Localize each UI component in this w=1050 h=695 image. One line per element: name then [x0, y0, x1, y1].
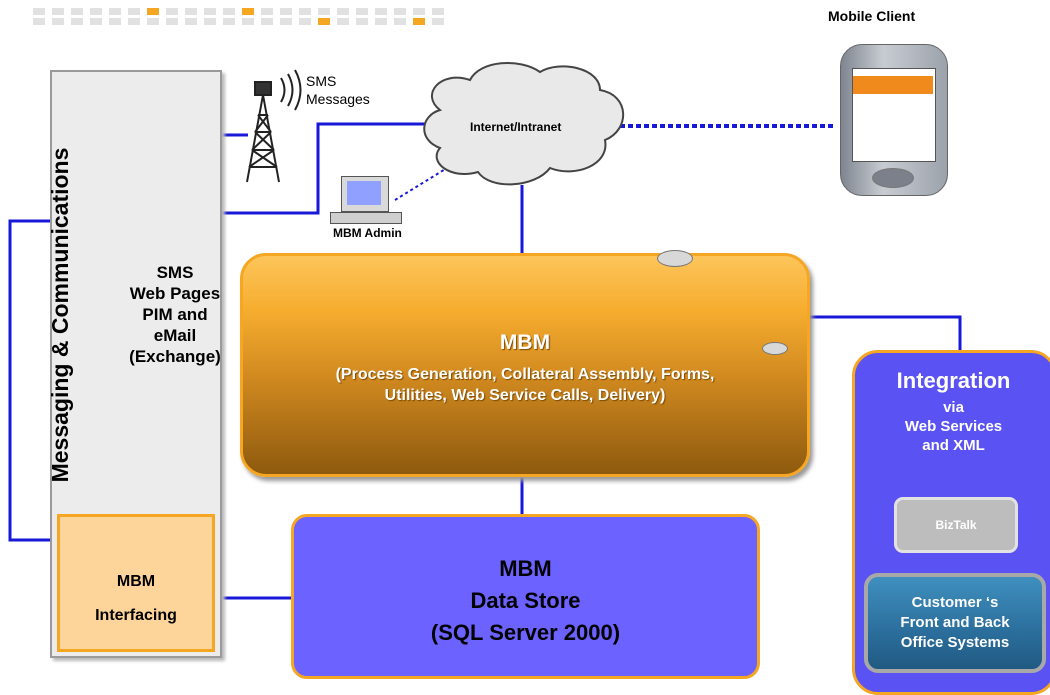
- data-store-box: [291, 514, 760, 679]
- header-deco-square: [90, 18, 102, 25]
- header-deco-square: [204, 8, 216, 15]
- header-deco-square: [185, 8, 197, 15]
- header-deco-square: [185, 18, 197, 25]
- messaging-items: SMS Web Pages PIM and eMail (Exchange): [100, 262, 250, 367]
- header-deco-square: [128, 18, 140, 25]
- header-deco-square: [223, 18, 235, 25]
- header-deco-square: [242, 18, 254, 25]
- header-deco-square: [432, 18, 444, 25]
- messaging-item: eMail: [153, 326, 197, 345]
- connector-left-loop: [8, 219, 57, 542]
- customer-systems-box: Customer ‘s Front and Back Office System…: [864, 573, 1046, 673]
- connector-panel-internet: [222, 122, 432, 215]
- mbm-title: MBM: [499, 331, 551, 354]
- header-deco-square: [261, 18, 273, 25]
- header-deco-square: [375, 18, 387, 25]
- mbm-description-line: Utilities, Web Service Calls, Delivery): [384, 387, 666, 404]
- integration-subtitle-line: Web Services: [904, 418, 1003, 435]
- header-deco-square: [147, 8, 159, 15]
- header-deco-square: [280, 18, 292, 25]
- header-deco-square: [147, 18, 159, 25]
- biztalk-box: BizTalk: [894, 497, 1018, 553]
- cloud-icon: [423, 62, 625, 186]
- data-store-line: (SQL Server 2000): [430, 620, 621, 645]
- header-deco-square: [337, 8, 349, 15]
- header-deco-square: [299, 8, 311, 15]
- header-deco-square: [204, 18, 216, 25]
- header-deco-square: [166, 18, 178, 25]
- header-deco-square: [71, 18, 83, 25]
- header-deco-square: [356, 18, 368, 25]
- header-deco-square: [223, 8, 235, 15]
- integration-subtitle-line: via: [943, 399, 964, 416]
- interfacing-line: MBM: [116, 573, 156, 590]
- header-deco-square: [375, 8, 387, 15]
- pda-banner: [853, 76, 933, 94]
- connector-admin-internet: [394, 159, 461, 201]
- header-deco-square: [166, 8, 178, 15]
- messaging-item: Web Pages: [129, 284, 221, 303]
- header-deco-square: [394, 8, 406, 15]
- header-deco-square: [71, 8, 83, 15]
- data-store-line: MBM: [499, 556, 552, 581]
- header-deco-square: [280, 8, 292, 15]
- interfacing-line: Interfacing: [95, 607, 177, 624]
- header-deco-square: [261, 8, 273, 15]
- messaging-item: SMS: [156, 263, 194, 282]
- header-deco-square: [33, 18, 45, 25]
- integration-title: Integration: [896, 368, 1011, 393]
- mbm-interfacing-box: MBM Interfacing: [57, 514, 215, 652]
- data-store-line: Data Store: [470, 588, 581, 613]
- sms-messages-label: SMS Messages: [306, 72, 370, 108]
- customer-line: Office Systems: [900, 634, 1010, 651]
- sms-messages-line: SMS: [306, 73, 337, 89]
- internet-label: Internet/Intranet: [470, 120, 562, 134]
- header-deco-square: [432, 8, 444, 15]
- mbm-process-box: [240, 253, 810, 477]
- radio-tower-icon: [246, 69, 302, 183]
- header-deco-square: [242, 8, 254, 15]
- header-deco-square: [52, 8, 64, 15]
- header-deco-square: [394, 18, 406, 25]
- mbm-description: (Process Generation, Collateral Assembly…: [260, 364, 790, 406]
- messaging-item: PIM and: [142, 305, 208, 324]
- header-deco-square: [90, 8, 102, 15]
- connector-mbm-integration: [810, 315, 962, 350]
- header-deco-square: [109, 18, 121, 25]
- header-deco-square: [413, 8, 425, 15]
- mobile-client-label: Mobile Client: [828, 8, 916, 24]
- mbm-admin-label: MBM Admin: [333, 226, 402, 240]
- header-deco-square: [337, 18, 349, 25]
- integration-subtitle-line: and XML: [922, 437, 985, 454]
- header-deco-square: [356, 8, 368, 15]
- header-deco-square: [109, 8, 121, 15]
- header-deco-square: [52, 18, 64, 25]
- header-deco-square: [318, 18, 330, 25]
- header-deco-square: [299, 18, 311, 25]
- customer-line: Customer ‘s: [911, 594, 999, 611]
- computer-screen: [347, 181, 381, 205]
- integration-subtitle: via Web Services and XML: [856, 398, 1050, 455]
- mbm-description-line: (Process Generation, Collateral Assembly…: [335, 366, 715, 383]
- mbm-connector-dot: [657, 250, 693, 267]
- mbm-connector-dot: [762, 342, 788, 355]
- header-deco-square: [318, 8, 330, 15]
- customer-line: Front and Back: [900, 614, 1010, 631]
- sms-messages-line: Messages: [306, 91, 370, 107]
- pda-button: [872, 168, 914, 188]
- header-deco-square: [128, 8, 140, 15]
- computer-base: [330, 212, 402, 224]
- messaging-item: (Exchange): [129, 347, 221, 366]
- header-deco-square: [413, 18, 425, 25]
- header-deco-square: [33, 8, 45, 15]
